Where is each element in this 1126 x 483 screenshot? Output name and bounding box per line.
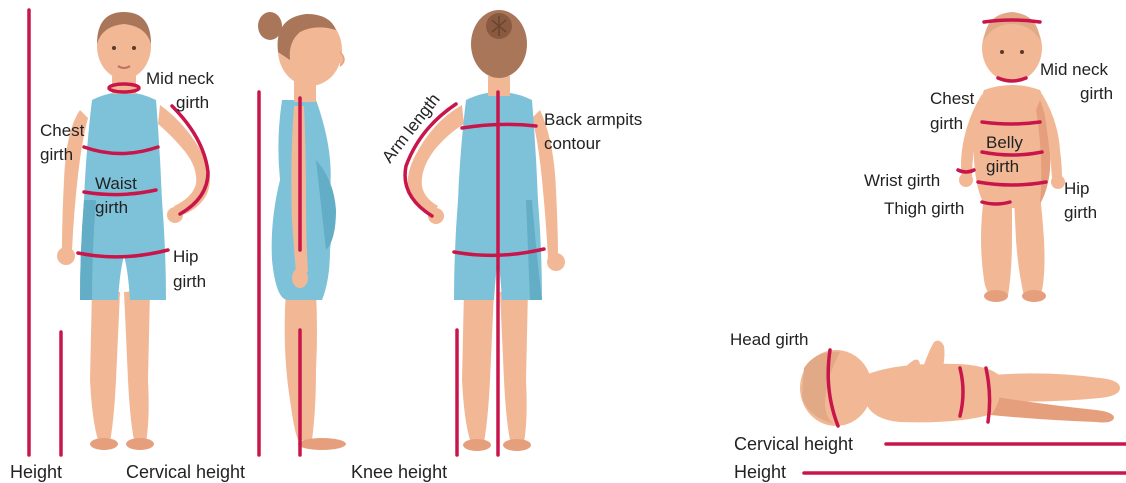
child-side-figure bbox=[258, 12, 346, 450]
baby-cervical-height-label: Cervical height bbox=[734, 434, 853, 454]
baby-hip-label-1: Hip bbox=[1064, 179, 1090, 198]
baby-chest-label-1: Chest bbox=[930, 89, 975, 108]
baby-wrist-girth-label: Wrist girth bbox=[864, 171, 940, 190]
chest-girth-label-1: Chest bbox=[40, 121, 85, 140]
mid-neck-girth-label-1: Mid neck bbox=[146, 69, 215, 88]
cervical-height-label: Cervical height bbox=[126, 462, 245, 482]
knee-height-label: Knee height bbox=[351, 462, 447, 482]
baby-mid-neck-label-2: girth bbox=[1080, 84, 1113, 103]
baby-thigh-ring bbox=[982, 202, 1010, 204]
baby-height-label: Height bbox=[734, 462, 786, 482]
baby-chest-ring bbox=[982, 122, 1040, 124]
baby-belly-label-2: girth bbox=[986, 157, 1019, 176]
waist-girth-label-1: Waist bbox=[95, 174, 137, 193]
chest-girth-label-2: girth bbox=[40, 145, 73, 164]
hip-girth-label-2: girth bbox=[173, 272, 206, 291]
baby-hip-label-2: girth bbox=[1064, 203, 1097, 222]
baby-mid-neck-label-1: Mid neck bbox=[1040, 60, 1109, 79]
child-back-figure bbox=[408, 10, 565, 451]
baby-head-ring bbox=[984, 20, 1040, 22]
back-armpits-contour-label-2: contour bbox=[544, 134, 601, 153]
baby-thigh-girth-label: Thigh girth bbox=[884, 199, 964, 218]
hip-girth-label-1: Hip bbox=[173, 247, 199, 266]
baby-wrist-ring bbox=[958, 170, 974, 172]
mid-neck-girth-label-2: girth bbox=[176, 93, 209, 112]
baby-head-girth-label: Head girth bbox=[730, 330, 808, 349]
waist-girth-label-2: girth bbox=[95, 198, 128, 217]
bottom-labels: Height Cervical height Knee height bbox=[10, 462, 447, 482]
back-armpits-contour-label-1: Back armpits bbox=[544, 110, 642, 129]
baby-belly-label-1: Belly bbox=[986, 133, 1023, 152]
baby-chest-label-2: girth bbox=[930, 114, 963, 133]
height-label: Height bbox=[10, 462, 62, 482]
